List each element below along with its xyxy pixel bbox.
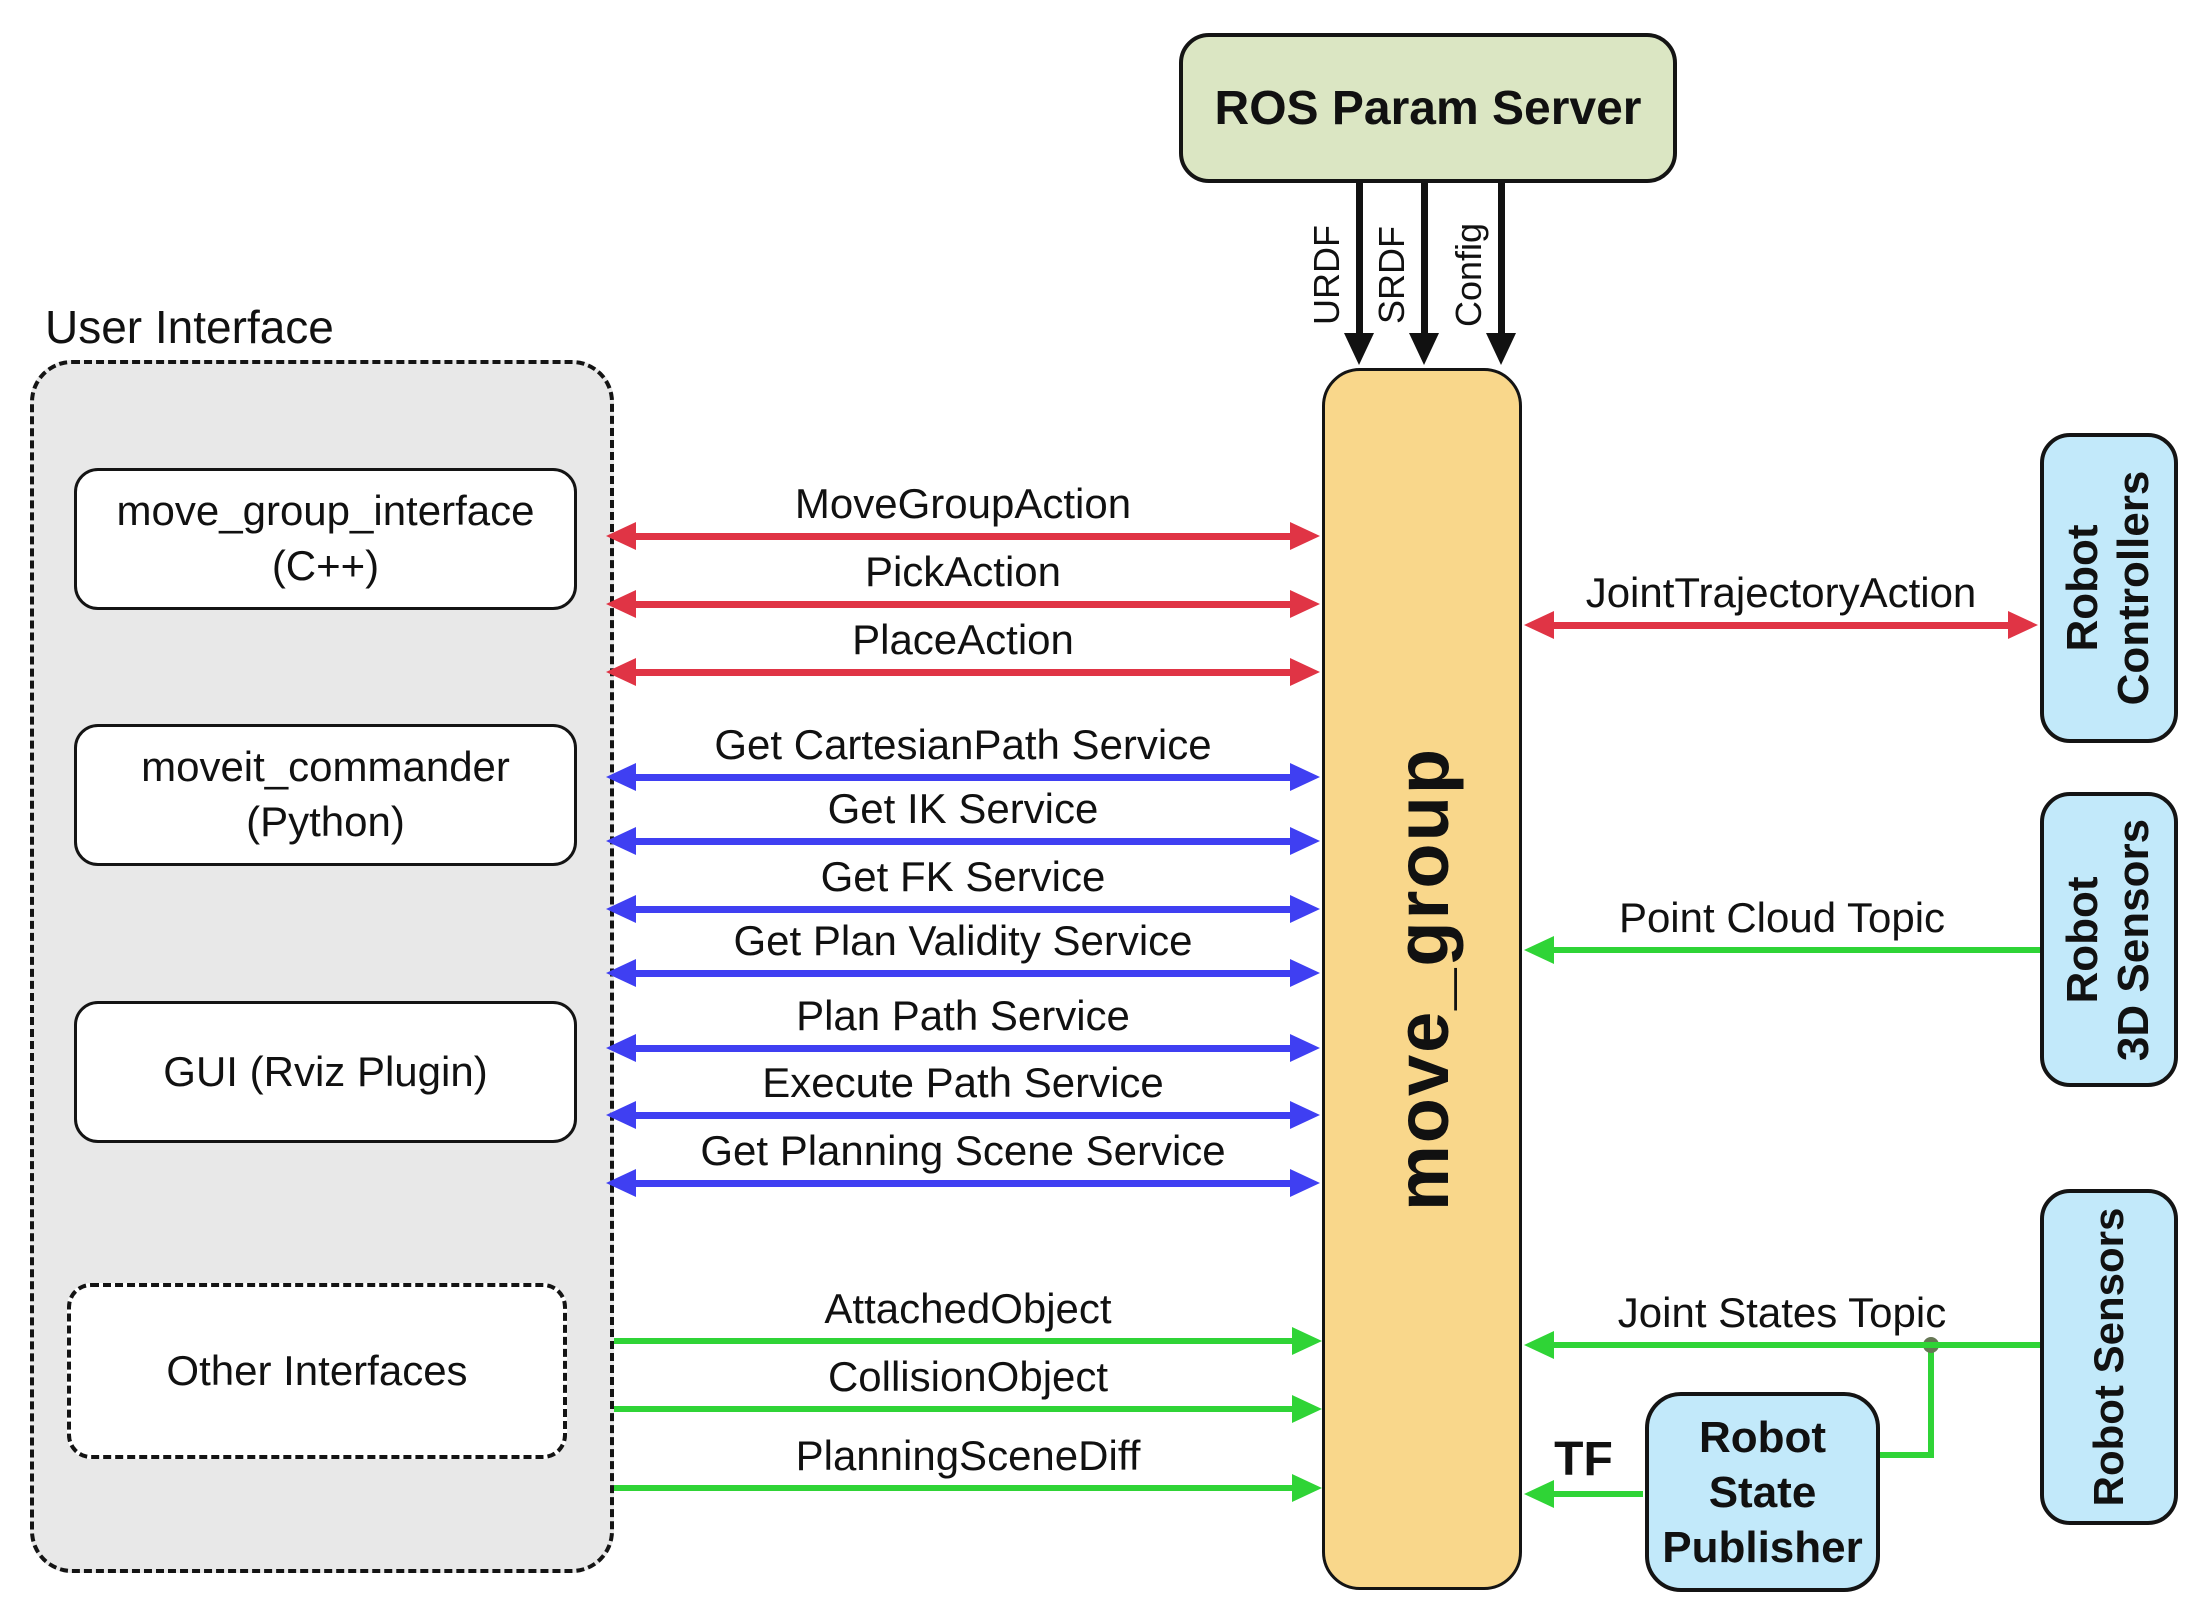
connection-label: PlaceAction — [852, 616, 1074, 663]
arrowhead-left — [606, 658, 636, 686]
node-robot-sensors: Robot Sensors — [2040, 1189, 2178, 1525]
arrowhead-down — [1409, 333, 1439, 365]
connection-label: PlanningSceneDiff — [795, 1432, 1141, 1479]
connection-line — [630, 669, 1296, 676]
node-move-group: move_group — [1322, 368, 1522, 1590]
connection-label: Get IK Service — [827, 785, 1099, 832]
node-label-rotated: Robot Controllers — [2058, 470, 2158, 706]
connection-line — [630, 1180, 1296, 1187]
arrowhead-left — [1524, 936, 1554, 964]
connection-label: Execute Path Service — [762, 1059, 1164, 1106]
node-moveit-commander: moveit_commander (Python) — [74, 724, 577, 866]
arrowhead-left — [606, 895, 636, 923]
connection-label: AttachedObject — [824, 1285, 1112, 1332]
connection-label: Point Cloud Topic — [1618, 894, 1946, 941]
arrowhead-right — [1290, 522, 1320, 550]
node-gui-rviz-plugin: GUI (Rviz Plugin) — [74, 1001, 577, 1143]
arrowhead-left — [606, 827, 636, 855]
arrowhead-right — [1290, 827, 1320, 855]
user-interface-heading: User Interface — [45, 301, 334, 353]
connection-label: Get FK Service — [820, 853, 1106, 900]
node-label-rotated: Robot Sensors — [2085, 1207, 2132, 1507]
connection-line — [614, 1406, 1298, 1412]
connection-line — [630, 1045, 1296, 1052]
arrowhead-right — [1292, 1395, 1322, 1423]
arrowhead-left — [606, 1169, 636, 1197]
node-label: move_group_interface — [116, 487, 535, 535]
connection-line — [1548, 947, 2040, 953]
arrowhead-right — [1290, 763, 1320, 791]
param-arrow-line — [1421, 183, 1428, 335]
arrowhead-right — [1290, 895, 1320, 923]
connection-label: Plan Path Service — [796, 992, 1130, 1039]
connection-label: PickAction — [864, 548, 1062, 595]
node-label: Other Interfaces — [166, 1346, 468, 1394]
joint-states-connector-horizontal — [1880, 1452, 1934, 1458]
arrowhead-right — [1292, 1474, 1322, 1502]
connection-label: CollisionObject — [827, 1353, 1109, 1400]
arrowhead-right — [2008, 611, 2038, 639]
arrowhead-right — [1290, 1169, 1320, 1197]
connection-line — [630, 970, 1296, 977]
node-label: ROS Param Server — [1214, 81, 1642, 135]
arrowhead-left — [606, 590, 636, 618]
connection-line — [630, 601, 1296, 608]
node-sublabel: (C++) — [271, 542, 380, 589]
connection-line — [614, 1485, 1298, 1491]
arrowhead-left — [606, 1034, 636, 1062]
joint-states-connector-vertical — [1928, 1345, 1934, 1458]
connection-line — [630, 1112, 1296, 1119]
node-label: moveit_commander — [141, 743, 510, 791]
connection-label: MoveGroupAction — [794, 480, 1132, 527]
arrowhead-down — [1486, 333, 1516, 365]
connection-label: Get Plan Validity Service — [733, 917, 1193, 964]
arrowhead-right — [1290, 658, 1320, 686]
arrowhead-left — [606, 522, 636, 550]
param-arrow-line — [1498, 183, 1505, 335]
connection-line — [630, 838, 1296, 845]
param-feed-label: URDF — [1306, 224, 1348, 325]
connection-label: Joint States Topic — [1617, 1289, 1947, 1336]
connection-line — [630, 533, 1296, 540]
arrowhead-left — [1524, 1480, 1554, 1508]
arrowhead-left — [606, 1101, 636, 1129]
connection-line — [630, 906, 1296, 913]
node-sublabel: (Python) — [246, 798, 405, 845]
node-ros-param-server: ROS Param Server — [1179, 33, 1677, 183]
connection-label: Get Planning Scene Service — [700, 1127, 1226, 1174]
connection-line — [1548, 1342, 2040, 1348]
connection-label: TF — [1554, 1433, 1613, 1486]
arrowhead-left — [606, 763, 636, 791]
arrowhead-right — [1292, 1327, 1322, 1355]
node-label-rotated: move_group — [1380, 746, 1464, 1212]
arrowhead-left — [1524, 611, 1554, 639]
param-feed-label: Config — [1448, 222, 1489, 327]
node-label: GUI (Rviz Plugin) — [163, 1047, 488, 1095]
arrowhead-right — [1290, 1034, 1320, 1062]
node-other-interfaces: Other Interfaces — [67, 1283, 567, 1459]
node-robot-3d-sensors: Robot 3D Sensors — [2040, 792, 2178, 1087]
arrowhead-left — [606, 959, 636, 987]
connection-line — [1548, 1491, 1643, 1497]
arrowhead-left — [1524, 1331, 1554, 1359]
node-robot-state-publisher: Robot State Publisher — [1645, 1392, 1880, 1592]
connection-line — [1548, 622, 2014, 629]
node-robot-controllers: Robot Controllers — [2040, 433, 2178, 743]
param-arrow-line — [1356, 183, 1363, 335]
arrowhead-right — [1290, 1101, 1320, 1129]
arrowhead-right — [1290, 959, 1320, 987]
node-label-rotated: Robot 3D Sensors — [2058, 818, 2158, 1061]
connection-line — [630, 774, 1296, 781]
param-feed-label: SRDF — [1371, 225, 1412, 324]
connection-label: Get CartesianPath Service — [714, 721, 1212, 768]
connection-line — [614, 1338, 1298, 1344]
node-move-group-interface: move_group_interface (C++) — [74, 468, 577, 610]
connection-label: JointTrajectoryAction — [1585, 569, 1977, 616]
arrowhead-right — [1290, 590, 1320, 618]
arrowhead-down — [1344, 333, 1374, 365]
